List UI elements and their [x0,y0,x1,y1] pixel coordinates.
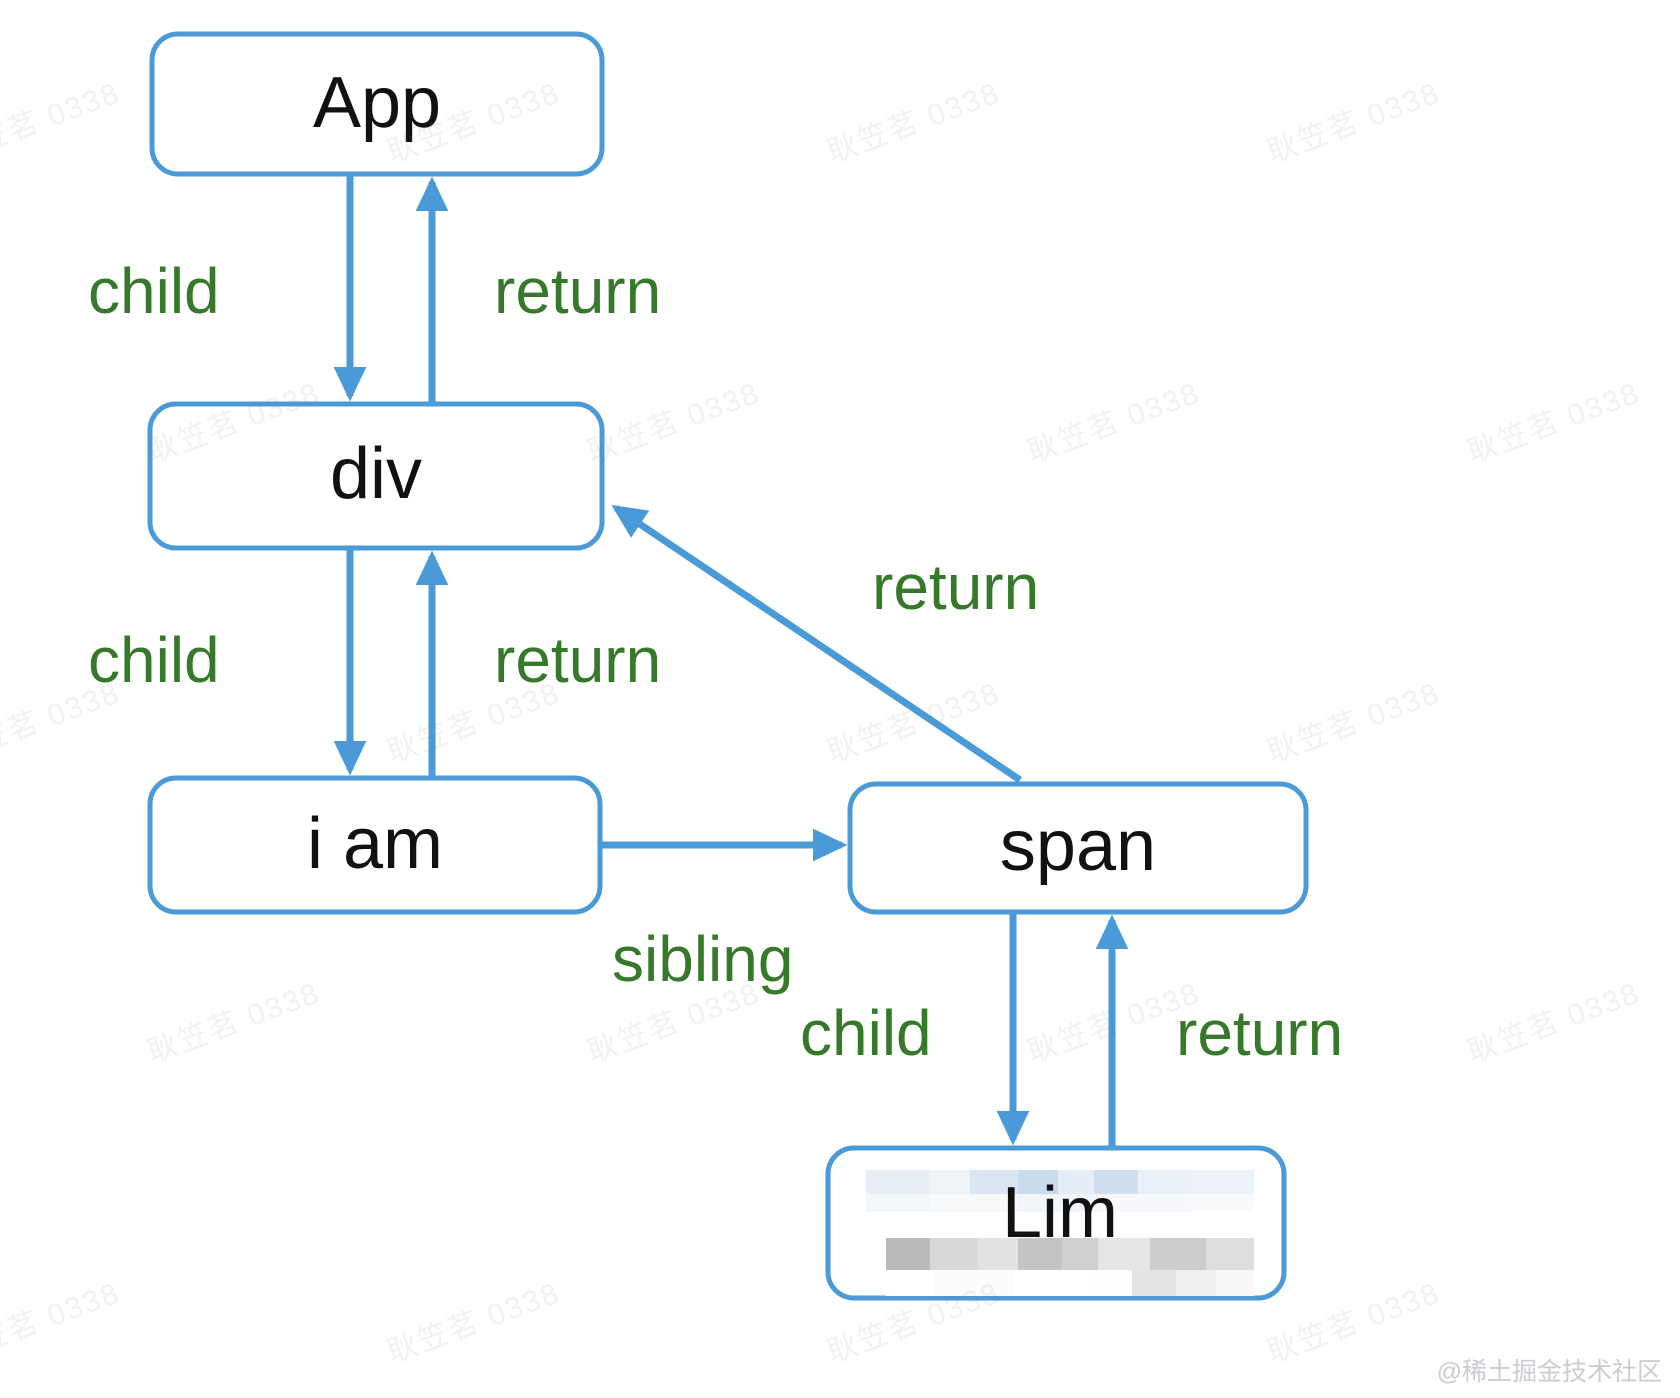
edge-iam-to-span-sibling: sibling [602,828,848,995]
node-app[interactable]: App [149,31,605,177]
edge-div-to-iam-child: child [88,548,367,776]
node-div[interactable]: div [147,401,605,551]
edge-label-child-span-lim: child [800,997,932,1069]
node-i-am-box[interactable] [147,775,603,915]
node-app-label: App [313,63,441,143]
edge-div-to-app-return: return [415,176,661,404]
edge-label-sibling-iam-span: sibling [612,923,793,995]
edge-label-child-div-iam: child [88,624,220,696]
edge-span-to-lim-child: child [800,912,1030,1146]
edge-span-to-div-return: return [611,504,1039,783]
edge-app-to-div-child: child [88,174,367,402]
node-i-am-label: i am [307,804,443,884]
edge-lim-to-span-return: return [1095,914,1343,1148]
node-span[interactable]: span [847,781,1309,915]
attribution-text: @稀土掘金技术社区 [1436,1358,1662,1386]
edge-label-return-lim-span: return [1176,997,1343,1069]
node-i-am[interactable]: i am [147,775,603,915]
node-lim-label: Lim [1002,1173,1118,1253]
node-span-label: span [1000,806,1156,886]
node-span-box[interactable] [847,781,1309,915]
edge-label-return-div-app: return [494,255,661,327]
edge-label-child-app-div: child [88,255,220,327]
node-div-label: div [330,434,422,514]
edge-iam-to-div-return: return [415,550,661,778]
node-app-box[interactable] [149,31,605,177]
node-div-box[interactable] [147,401,605,551]
edge-label-return-span-div: return [872,551,1039,623]
edge-label-return-iam-div: return [494,624,661,696]
edge-line [611,504,1022,783]
